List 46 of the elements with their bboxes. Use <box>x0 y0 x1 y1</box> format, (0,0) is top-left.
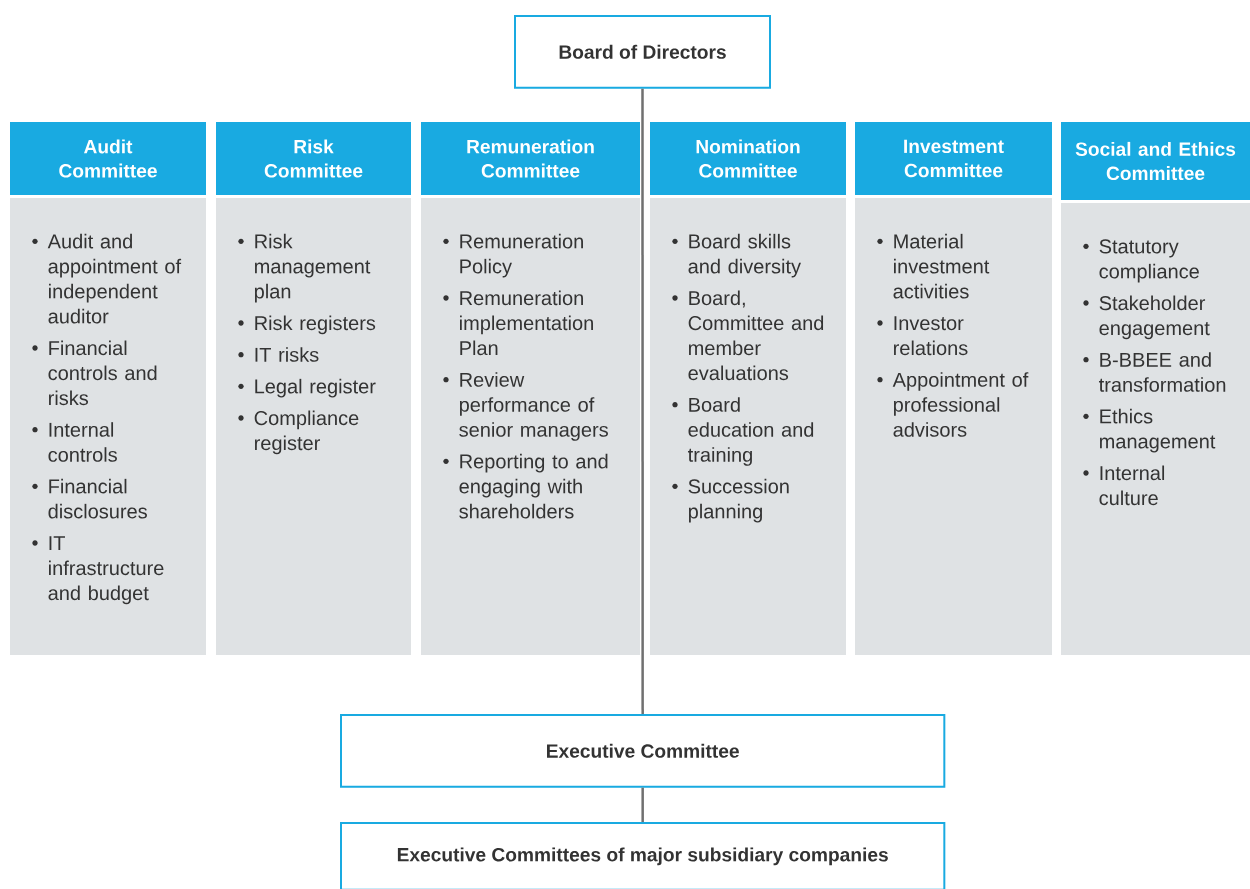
bullet-item: Material investment activities <box>893 233 990 299</box>
column-heading: Nomination Committee <box>696 139 800 178</box>
bullet-item: IT infrastructure and budget <box>48 536 164 605</box>
bullet-item: Ethics management <box>1100 408 1216 453</box>
committee-column <box>10 122 206 655</box>
bullet-item: Board education and training <box>688 397 814 466</box>
committee-column <box>1061 122 1250 655</box>
bullet-item: Board, Committee and member evaluations <box>688 290 824 381</box>
column-heading: Investment Committee <box>904 139 1004 178</box>
bullet-item: Audit and appointment of independent auditor <box>47 233 182 324</box>
connector-line <box>641 787 644 822</box>
bullet-item: B-BBEE and transformation <box>1099 352 1226 392</box>
bullet-item: Financial controls and risks <box>48 340 157 406</box>
column-heading: Audit Committee <box>59 139 157 178</box>
committee-column <box>650 122 846 655</box>
org-box <box>340 714 946 788</box>
committee-column <box>421 122 640 655</box>
committee-column <box>855 122 1052 655</box>
connector-line <box>641 88 644 714</box>
bullet-item: Internal culture <box>1099 465 1165 506</box>
bullet-item: Compliance register <box>254 410 359 455</box>
bullet-item: Reporting to and engaging with shareholders <box>459 453 608 519</box>
committee-column <box>216 122 411 655</box>
box-label: Executive Committees of major subsidiary companies <box>397 847 888 866</box>
org-box <box>340 822 946 889</box>
bullet-item: Investor relations <box>894 316 968 356</box>
bullet-item: Risk registers <box>255 315 376 335</box>
bullet-item: Succession planning <box>688 478 789 523</box>
bullet-item: Remuneration Policy <box>460 233 583 278</box>
bullet-item: Appointment of professional advisors <box>892 372 1029 437</box>
box-label: Executive Committee <box>547 743 739 758</box>
bullet-item: Remuneration implementation Plan <box>460 290 593 356</box>
column-heading: Social and Ethics Committee <box>1075 141 1236 181</box>
bullet-item: Board skills and diversity <box>688 233 801 278</box>
column-heading: Remuneration Committee <box>467 139 594 178</box>
org-box <box>514 15 771 89</box>
bullet-item: Financial disclosures <box>48 478 147 519</box>
box-label: Board of Directors <box>559 44 726 59</box>
column-heading: Risk Committee <box>264 139 363 178</box>
bullet-item: Risk management plan <box>254 233 371 303</box>
bullet-item: Internal controls <box>48 422 117 462</box>
bullet-item: Legal register <box>255 378 376 398</box>
bullet-item: Statutory compliance <box>1099 239 1199 283</box>
bullet-item: IT risks <box>255 347 319 362</box>
bullet-item: Stakeholder engagement <box>1099 295 1210 340</box>
bullet-item: Review performance of senior managers <box>459 372 608 441</box>
